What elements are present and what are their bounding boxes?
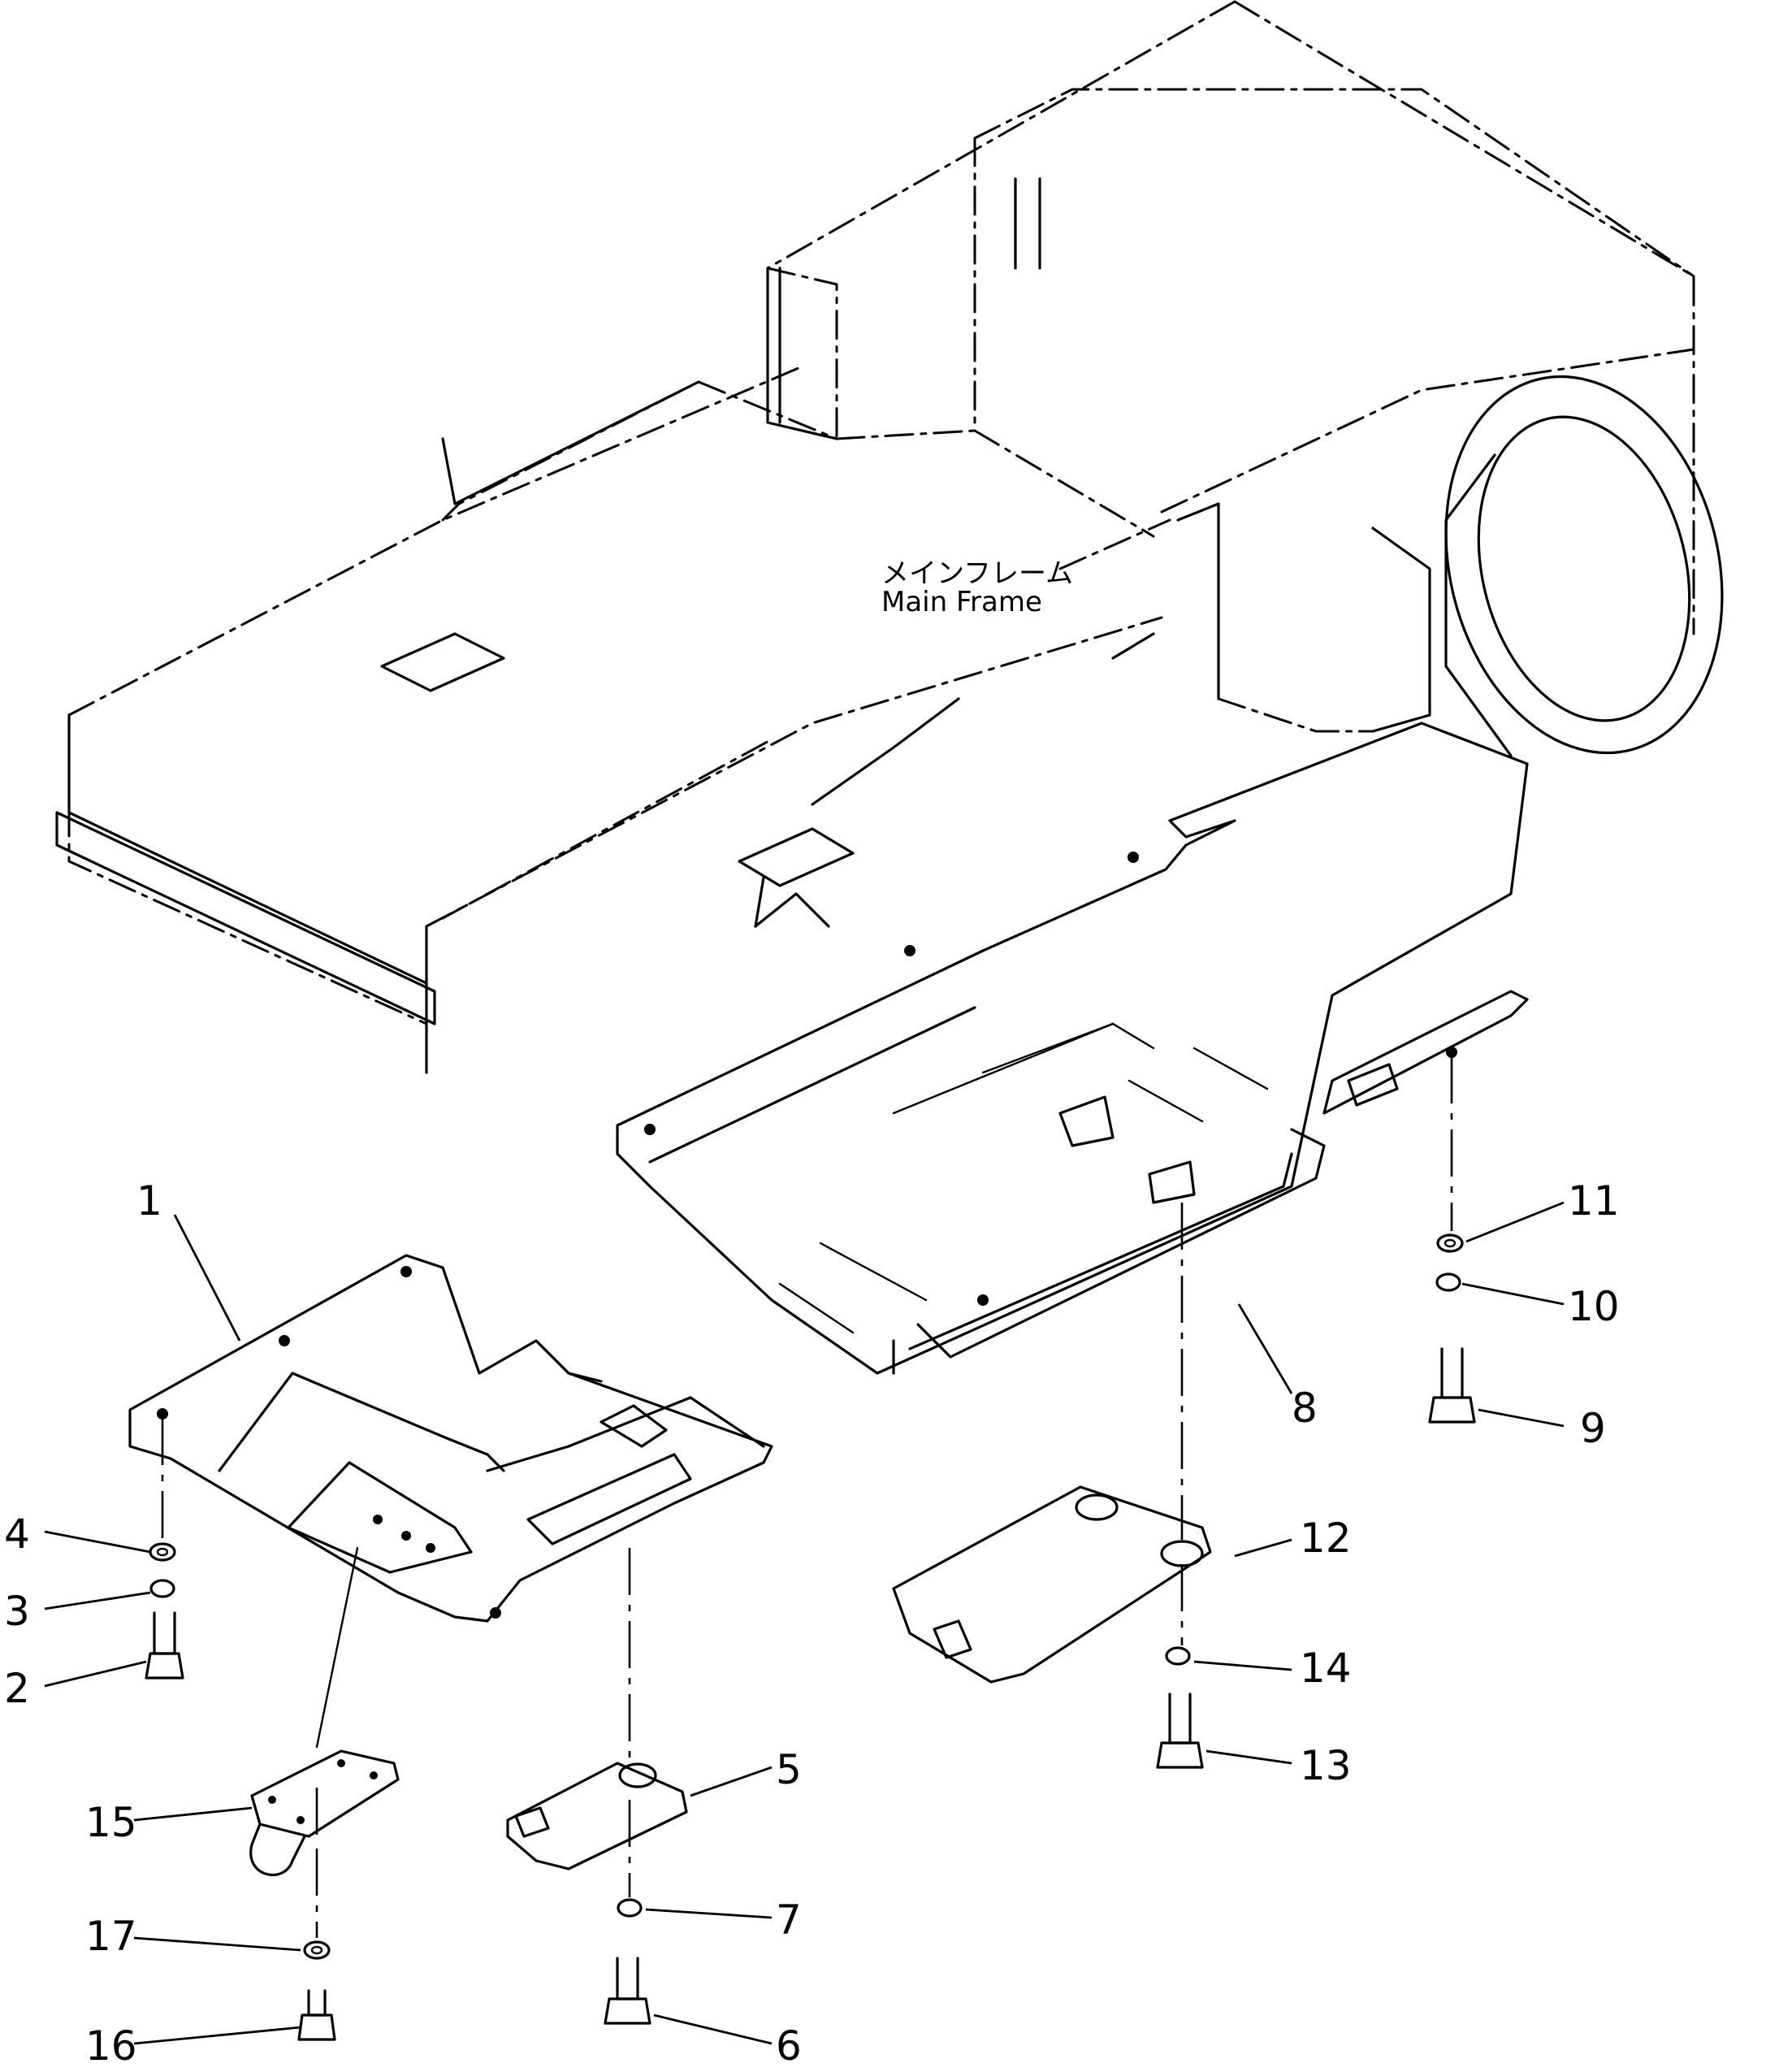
callout-leaders	[44, 1201, 1565, 2045]
callout-8: 8	[1292, 1385, 1318, 1432]
main-frame-label-ja: メインフレーム	[881, 557, 1073, 590]
callout-4: 4	[4, 1511, 30, 1558]
callout-14: 14	[1300, 1645, 1352, 1692]
main-frame-label-leader	[1058, 518, 1171, 570]
cover-part-8	[616, 722, 1529, 1375]
callout-3: 3	[4, 1588, 30, 1635]
center-lines	[161, 1056, 1453, 1938]
callout-1: 1	[136, 1177, 162, 1225]
callout-15: 15	[85, 1799, 137, 1846]
main-frame	[55, 0, 1724, 1074]
callout-5: 5	[776, 1746, 802, 1793]
hook-support-line	[315, 1546, 359, 1749]
callout-7: 7	[776, 1896, 802, 1944]
bracket-part-15	[249, 1749, 400, 1876]
cover-part-1	[128, 1254, 773, 1623]
fasteners	[145, 1233, 1476, 2041]
callout-16: 16	[85, 2022, 137, 2070]
callout-9: 9	[1580, 1405, 1606, 1452]
cover-part-5	[506, 1762, 688, 1870]
callout-13: 13	[1300, 1742, 1352, 1789]
callout-11: 11	[1568, 1177, 1620, 1225]
callout-12: 12	[1300, 1515, 1352, 1562]
main-frame-label-en: Main Frame	[881, 586, 1042, 618]
callout-17: 17	[85, 1913, 137, 1960]
callout-10: 10	[1568, 1283, 1620, 1330]
callout-2: 2	[4, 1665, 30, 1712]
callout-6: 6	[776, 2022, 802, 2070]
callout-numbers: 1 2 3 4 5 6 7 8 9 10 11 12 13 14 15 16 1…	[4, 1177, 1620, 2070]
cover-part-12	[892, 1485, 1212, 1684]
